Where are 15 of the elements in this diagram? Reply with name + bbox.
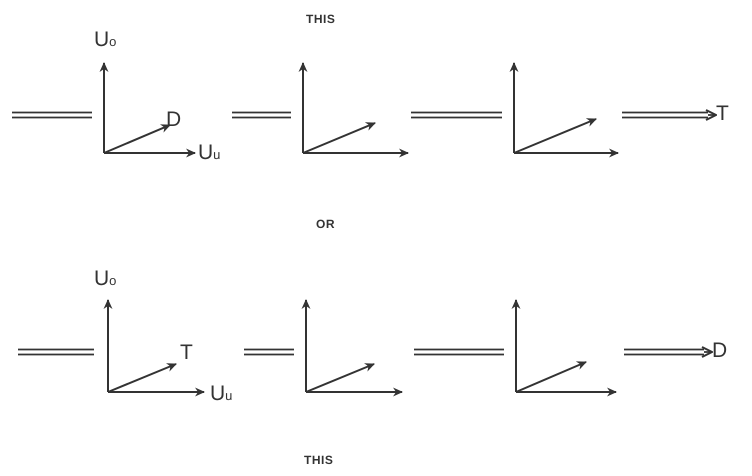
double-line-arrow <box>621 109 717 121</box>
end-label: D <box>712 340 728 362</box>
vector-label: T <box>180 342 193 364</box>
double-line-arrow <box>623 346 713 358</box>
double-line <box>17 348 95 356</box>
caption-text: THIS <box>306 12 336 26</box>
caption-text: THIS <box>304 453 334 467</box>
double-line <box>231 112 292 118</box>
caption-text: OR <box>316 217 335 231</box>
double-line <box>243 348 295 356</box>
double-line <box>410 112 503 118</box>
double-line <box>413 348 505 356</box>
vector-label: D <box>166 109 182 131</box>
end-label: T <box>716 103 729 125</box>
double-line <box>11 112 93 118</box>
